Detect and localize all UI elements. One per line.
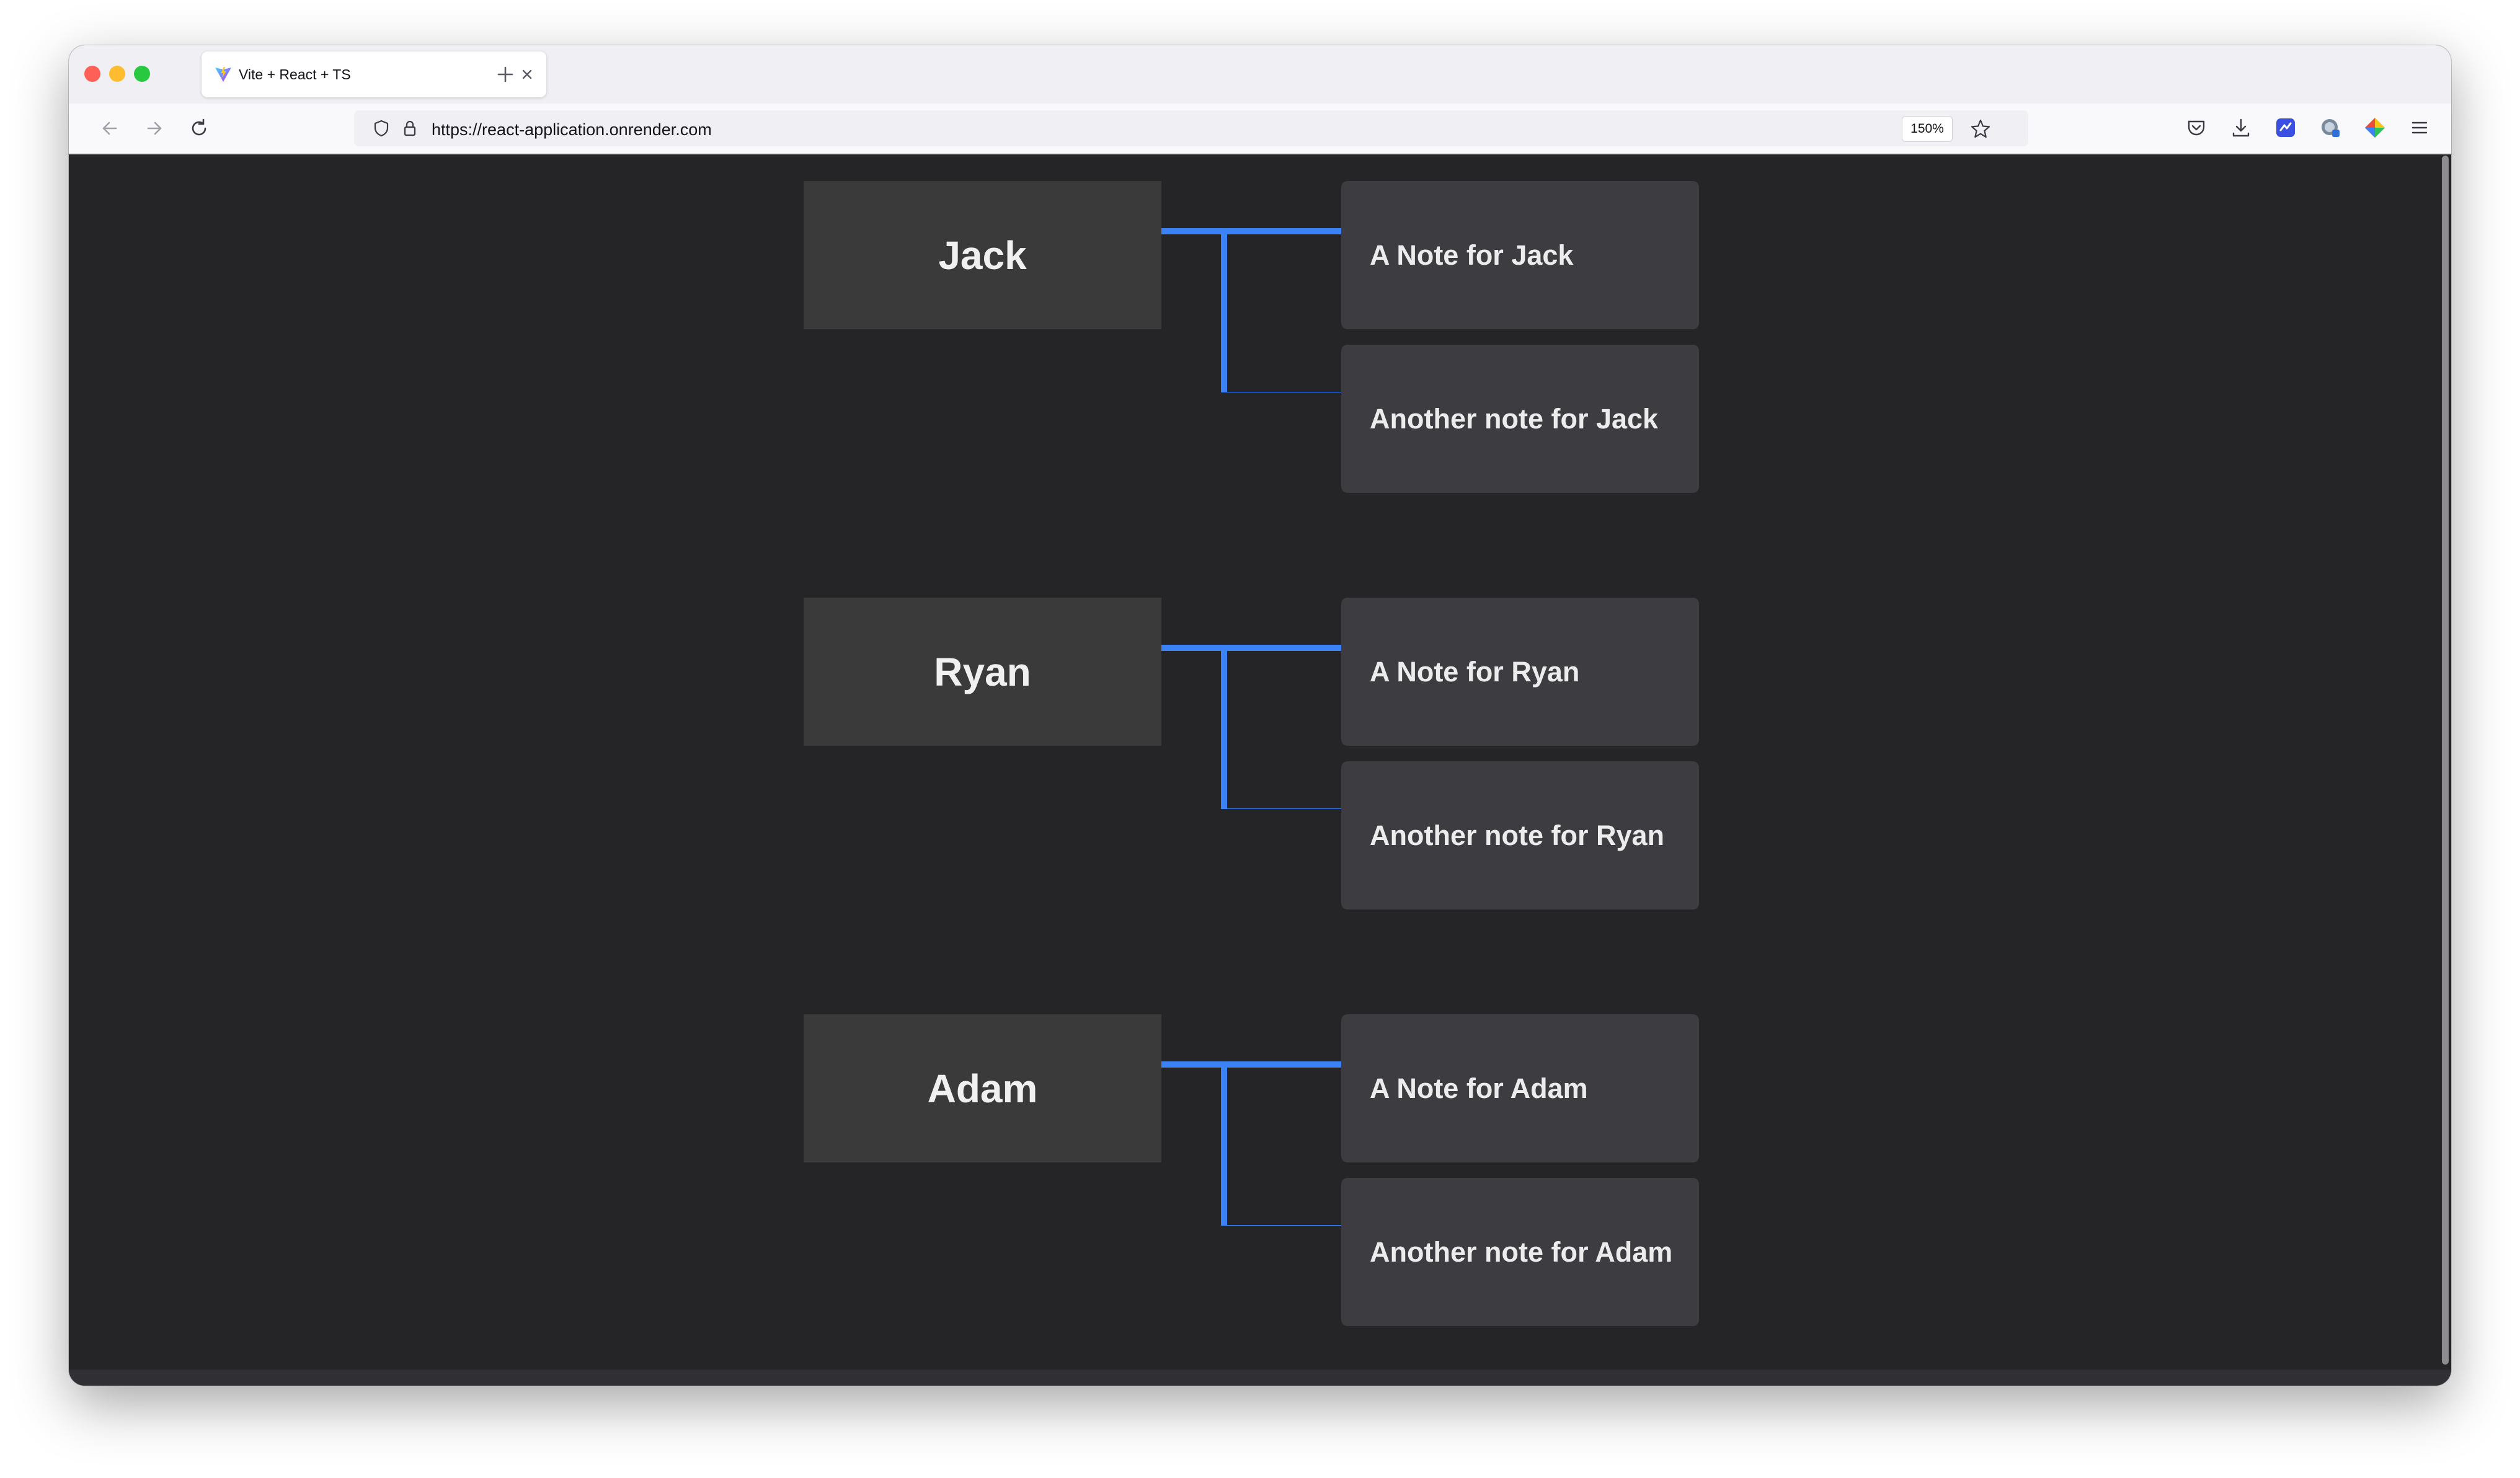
browser-window: Vite + React + TS h xyxy=(69,45,2451,1386)
pocket-icon[interactable] xyxy=(2185,116,2208,139)
tab-title: Vite + React + TS xyxy=(239,66,351,82)
shield-icon[interactable] xyxy=(371,118,391,138)
extension-blue-icon[interactable] xyxy=(2274,116,2297,139)
forward-arrow-icon[interactable] xyxy=(142,116,167,141)
note-card[interactable]: A Note for Adam xyxy=(1341,1014,1699,1162)
zoom-level-button[interactable]: 150% xyxy=(1902,116,1953,142)
url-text[interactable]: https://react-application.onrender.com xyxy=(432,120,712,139)
tab-active[interactable]: Vite + React + TS xyxy=(202,51,546,97)
bookmark-star-icon[interactable] xyxy=(1969,118,1992,140)
window-bottom-edge xyxy=(69,1370,2451,1386)
page-content: Jack A Note for Jack Another note for Ja… xyxy=(69,154,2440,1370)
close-window-button[interactable] xyxy=(84,66,100,82)
back-arrow-icon[interactable] xyxy=(97,116,122,141)
navigation-bar: https://react-application.onrender.com 1… xyxy=(69,104,2451,154)
person-card-jack[interactable]: Jack xyxy=(804,181,1161,329)
extension-globe-icon[interactable] xyxy=(2318,116,2342,139)
vite-logo-icon xyxy=(215,67,231,82)
vertical-scrollbar[interactable] xyxy=(2439,154,2451,1370)
menu-hamburger-icon[interactable] xyxy=(2408,116,2431,139)
address-bar[interactable]: https://react-application.onrender.com 1… xyxy=(354,110,2028,146)
connector-lines-jack xyxy=(1161,228,1342,392)
note-card[interactable]: Another note for Adam xyxy=(1341,1178,1699,1326)
tab-strip: Vite + React + TS xyxy=(69,45,2451,104)
scrollbar-thumb[interactable] xyxy=(2442,156,2449,1365)
note-card[interactable]: A Note for Ryan xyxy=(1341,598,1699,746)
lock-icon[interactable] xyxy=(400,118,420,138)
maximize-window-button[interactable] xyxy=(134,66,150,82)
new-tab-icon[interactable] xyxy=(494,63,517,86)
connector-lines-ryan xyxy=(1161,645,1342,809)
download-icon[interactable] xyxy=(2229,116,2253,139)
person-card-ryan[interactable]: Ryan xyxy=(804,598,1161,746)
extension-colorful-icon[interactable] xyxy=(2363,116,2387,139)
close-tab-icon[interactable] xyxy=(518,65,536,84)
note-card[interactable]: A Note for Jack xyxy=(1341,181,1699,329)
note-card[interactable]: Another note for Ryan xyxy=(1341,761,1699,909)
connector-lines-adam xyxy=(1161,1061,1342,1226)
reload-icon[interactable] xyxy=(187,116,211,141)
person-card-adam[interactable]: Adam xyxy=(804,1014,1161,1162)
minimize-window-button[interactable] xyxy=(109,66,125,82)
note-card[interactable]: Another note for Jack xyxy=(1341,345,1699,493)
